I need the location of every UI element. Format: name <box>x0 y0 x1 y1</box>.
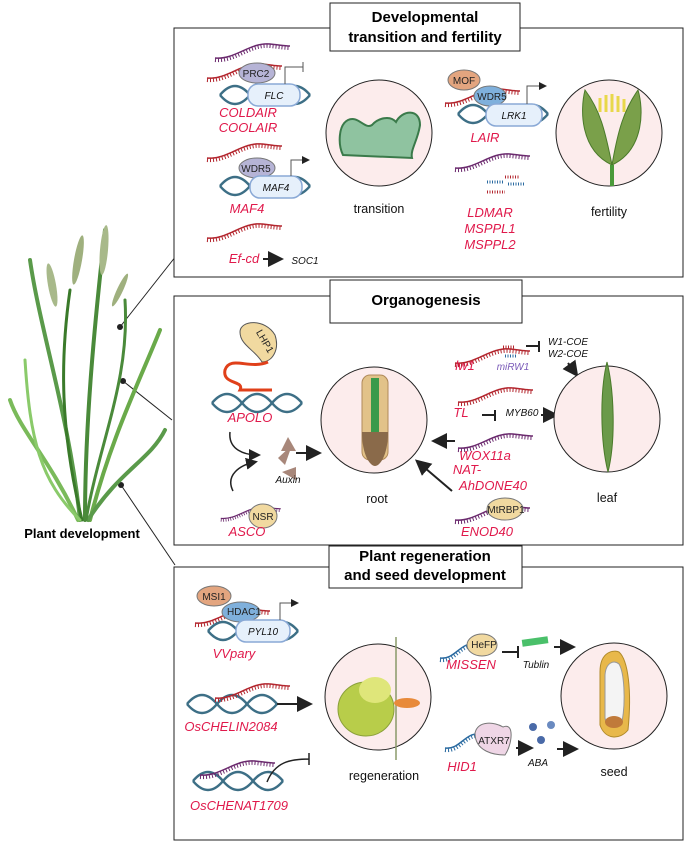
protein-wdr5: WDR5 <box>477 92 507 103</box>
protein-hdac1: HDAC1 <box>227 607 261 618</box>
panel-regeneration-seed: Plant regeneration and seed development … <box>173 545 684 841</box>
lncrna-maf4: MAF4 <box>230 201 265 216</box>
gene-myb60: MYB60 <box>506 408 539 419</box>
lncrna-ef-cd: Ef-cd <box>229 251 260 266</box>
lncrna-missen: MISSEN <box>446 657 496 672</box>
label-transition: transition <box>354 202 405 216</box>
lncrna-vvpary: VVpary <box>213 646 257 661</box>
label-auxin: Auxin <box>274 475 300 486</box>
lncrna-msppl2: MSPPL2 <box>464 237 516 252</box>
gene-pyl10: PYL10 <box>248 627 278 638</box>
label-fertility: fertility <box>591 205 628 219</box>
protein-atxr7: ATXR7 <box>478 736 510 747</box>
panel-title: Organogenesis <box>371 292 480 309</box>
protein-nsr: NSR <box>252 512 273 523</box>
lncrna-msppl1: MSPPL1 <box>464 221 515 236</box>
lncrna-ahdone40: AhDONE40 <box>458 478 528 493</box>
panel-developmental-transition: Developmental transition and fertility P… <box>173 2 684 278</box>
protein-wdr5: WDR5 <box>241 164 271 175</box>
gene-w2-coe: W2-COE <box>548 349 588 360</box>
gene-flc: FLC <box>265 91 285 102</box>
lncrna-enod40: ENOD40 <box>461 524 514 539</box>
panel-title: and seed development <box>344 567 506 584</box>
label-leaf: leaf <box>597 491 618 505</box>
plant-illustration <box>8 225 167 522</box>
lncrna-nat: NAT- <box>453 462 482 477</box>
lncrna-coldair: COLDAIR <box>219 105 277 120</box>
lncrna-oschenat1709: OsCHENAT1709 <box>190 798 288 813</box>
gene-soc1: SOC1 <box>291 256 318 267</box>
label-seed: seed <box>600 765 627 779</box>
lncrna-hid1: HID1 <box>447 759 477 774</box>
protein-hefp: HeFP <box>471 640 497 651</box>
gene-w1-coe: W1-COE <box>548 337 588 348</box>
gene-lrk1: LRK1 <box>501 111 526 122</box>
main-label: Plant development <box>24 526 140 541</box>
lncrna-lair: LAIR <box>471 130 500 145</box>
lncrna-lw1: lw1 <box>455 358 475 373</box>
circle-fertility <box>555 79 663 187</box>
label-regeneration: regeneration <box>349 769 419 783</box>
gene-tublin: Tublin <box>523 660 550 671</box>
protein-msi1: MSI1 <box>202 592 226 603</box>
label-root: root <box>366 492 388 506</box>
lncrna-oschelin2084: OsCHELIN2084 <box>184 719 277 734</box>
panel-title: Developmental <box>372 9 479 26</box>
lncrna-tl: TL <box>453 405 468 420</box>
protein-mtrbp1: MtRBP1 <box>487 505 525 516</box>
panel-organogenesis: Organogenesis LHP1 APOLO Auxin NSR ASCO … <box>173 279 684 546</box>
protein-mof: MOF <box>453 76 475 87</box>
lncrna-apolo: APOLO <box>227 410 273 425</box>
label-mirw1: miRW1 <box>497 362 530 373</box>
lncrna-wox11a: WOX11a <box>459 448 511 463</box>
gene-maf4: MAF4 <box>263 183 290 194</box>
protein-prc2: PRC2 <box>243 69 270 80</box>
lncrna-ldmar: LDMAR <box>467 205 513 220</box>
lncrna-coolair: COOLAIR <box>219 120 278 135</box>
panel-title: Plant regeneration <box>359 548 491 565</box>
connectors <box>117 255 177 566</box>
gene-aba: ABA <box>527 758 548 769</box>
panel-title: transition and fertility <box>348 29 502 46</box>
lncrna-asco: ASCO <box>228 524 266 539</box>
